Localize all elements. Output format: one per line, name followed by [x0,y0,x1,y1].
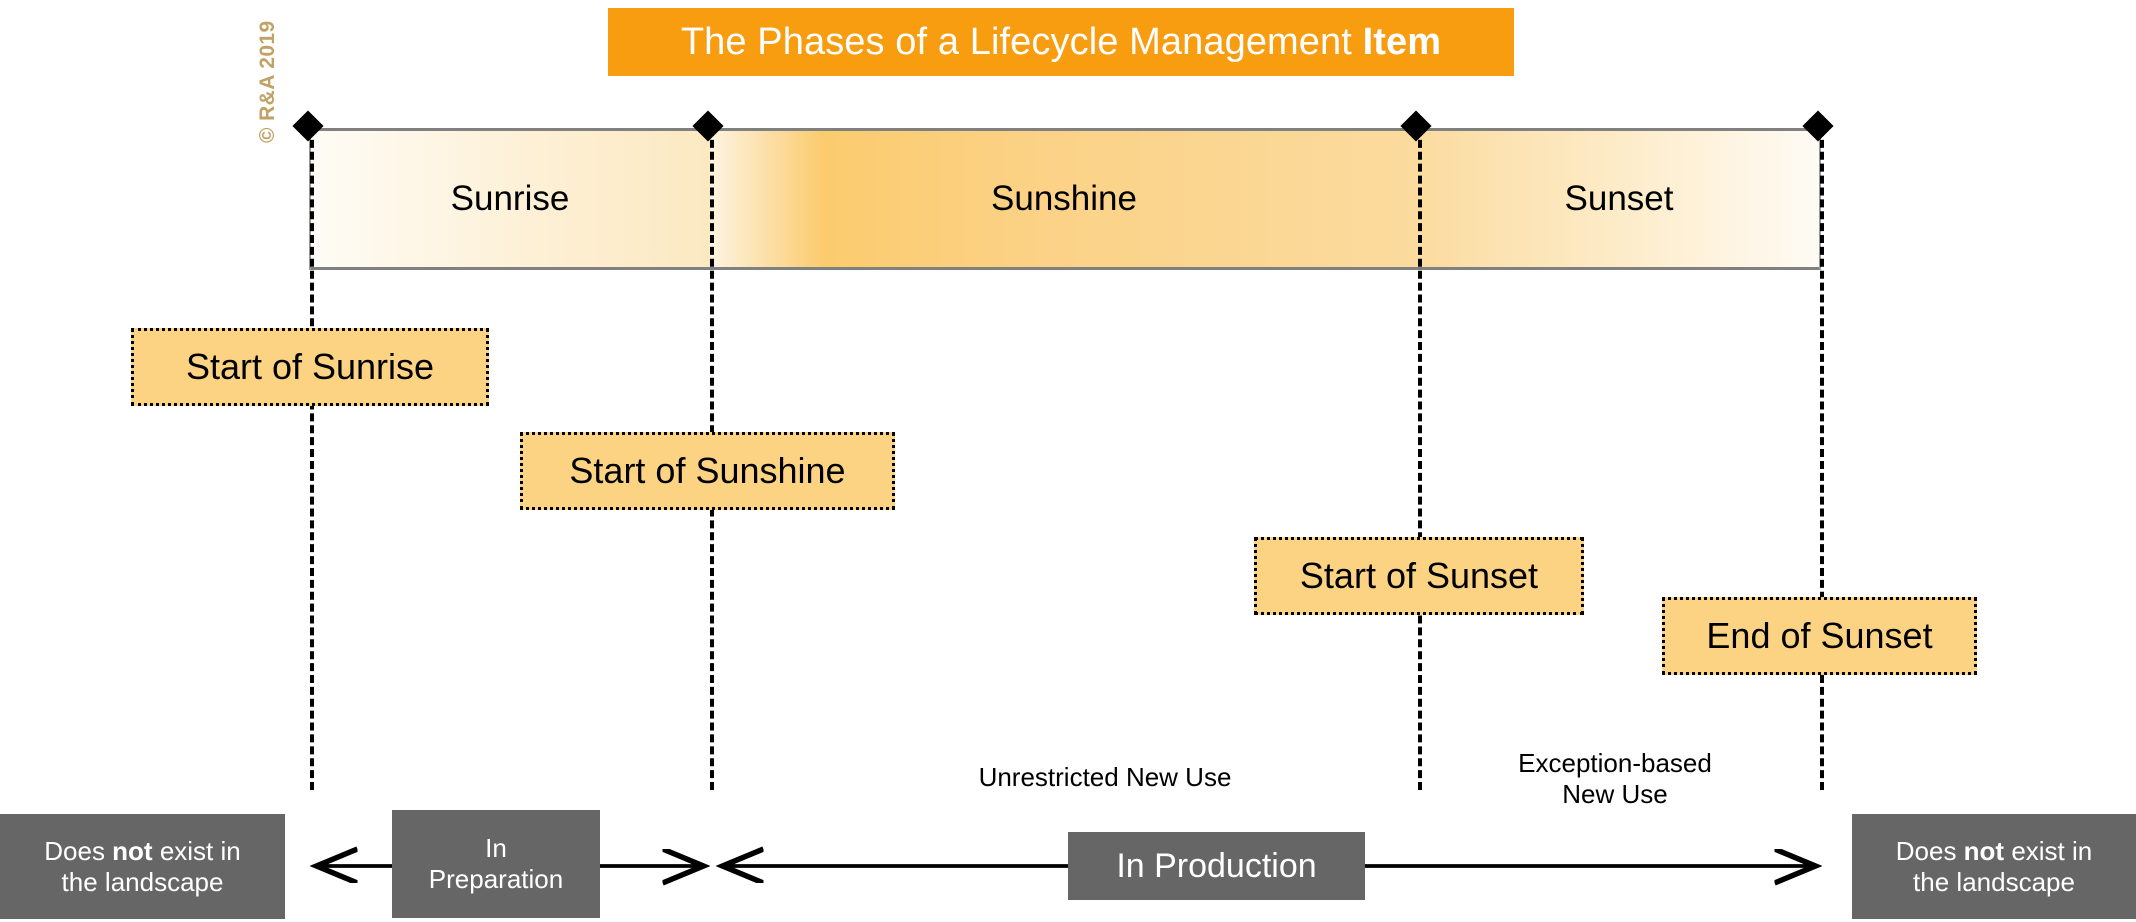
dropline-start-of-sunrise [310,128,314,790]
title-prefix: The Phases of a Lifecycle Management [680,20,1363,63]
status-prep-line2: Preparation [428,864,564,894]
status-box-right-not-exist: Does not exist in the landscape [1852,814,2136,919]
title-emphasis: Item [1362,20,1442,63]
status-right-line1-prefix: Does [1895,835,1964,866]
callout-end-of-sunset: End of Sunset [1662,597,1977,675]
copyright-notice: © R&A 2019 [256,20,279,143]
status-box-left-not-exist: Does not exist in the landscape [0,814,285,919]
status-prod-line1: In Production [1116,846,1317,885]
diagram-title-banner: The Phases of a Lifecycle Management Ite… [608,8,1514,76]
status-right-line1: Does not exist in [1896,836,2093,867]
status-right-line2: the landscape [1913,866,2075,897]
status-left-line1-prefix: Does [44,835,113,866]
dropline-start-of-sunset [1418,128,1422,790]
dropline-end-of-sunset [1820,128,1824,790]
callout-start-of-sunset: Start of Sunset [1254,537,1584,615]
phase-segment-sunshine: Sunshine [710,131,1418,267]
status-box-in-preparation: In Preparation [392,810,600,918]
status-left-line1: Does not exist in [44,836,241,867]
status-prep-line1: In [485,833,507,864]
phase-label-sunrise: Sunrise [450,179,570,218]
status-right-line1-suffix: exist in [2004,835,2093,866]
annotation-exception-based-new-use: Exception-based New Use [1518,748,1712,810]
phase-bar: Sunrise Sunshine Sunset [310,128,1820,270]
status-left-line2: the landscape [61,866,224,897]
phase-segment-sunrise: Sunrise [310,131,710,267]
phase-segment-sunset: Sunset [1418,131,1820,267]
status-left-line1-emphasis: not [112,835,153,866]
phase-label-sunset: Sunset [1564,179,1674,218]
page-title: The Phases of a Lifecycle Management Ite… [681,21,1441,64]
status-right-line1-emphasis: not [1963,835,2005,866]
annotation-unrestricted-new-use: Unrestricted New Use [978,762,1232,792]
callout-start-of-sunrise: Start of Sunrise [131,328,489,406]
phase-label-sunshine: Sunshine [991,179,1137,218]
callout-start-of-sunshine: Start of Sunshine [520,432,895,510]
status-box-in-production: In Production [1068,832,1365,900]
status-left-line1-suffix: exist in [152,835,241,866]
